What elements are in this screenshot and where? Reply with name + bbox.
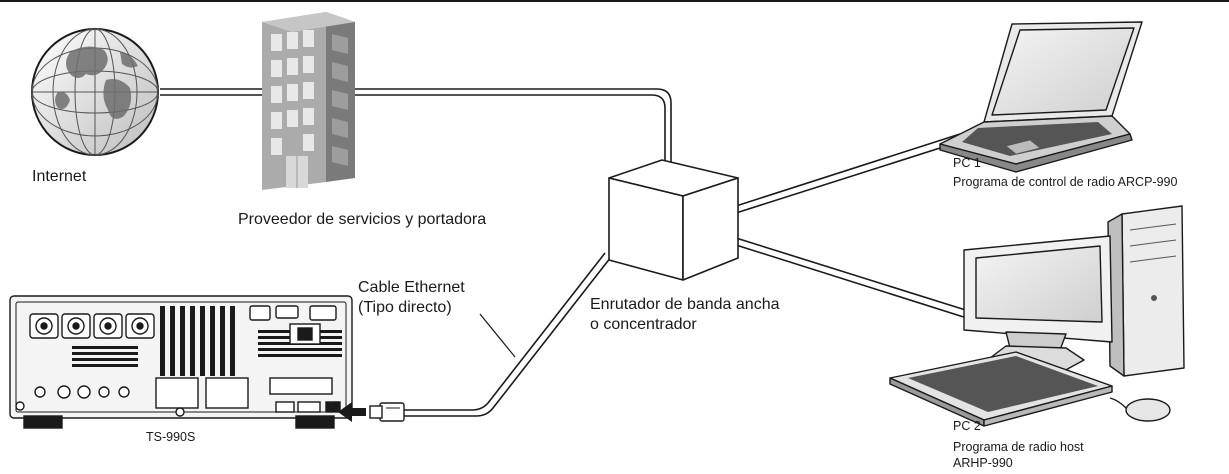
pc1-title: PC 1 bbox=[953, 156, 981, 170]
top-rule bbox=[0, 0, 1229, 2]
radio-model-label: TS-990S bbox=[146, 430, 196, 444]
pc2-description-line1: Programa de radio host bbox=[953, 440, 1084, 454]
desktop-pc-icon bbox=[889, 205, 1185, 427]
laptop-icon bbox=[939, 21, 1143, 173]
cable-router-radio bbox=[404, 252, 612, 417]
transceiver-rear-panel-icon bbox=[9, 295, 353, 429]
cable-label-leader bbox=[479, 313, 516, 358]
cable-router-pc1 bbox=[735, 133, 963, 214]
ethernet-plug-icon bbox=[369, 402, 405, 422]
provider-label: Proveedor de servicios y portadora bbox=[238, 211, 487, 228]
cable-router-pc2 bbox=[735, 237, 973, 320]
pc2-description-line2: ARHP-990 bbox=[953, 456, 1013, 470]
cable-provider-router bbox=[355, 88, 672, 174]
router-box-icon bbox=[608, 159, 739, 281]
insert-arrow-icon bbox=[338, 402, 366, 422]
cable-label-line2: (Tipo directo) bbox=[358, 299, 452, 316]
pc2-title: PC 2 bbox=[953, 419, 981, 433]
cable-label-line1: Cable Ethernet bbox=[358, 279, 465, 296]
router-label-line2: o concentrador bbox=[590, 316, 697, 333]
globe-icon bbox=[31, 28, 159, 156]
router-label-line1: Enrutador de banda ancha bbox=[590, 296, 780, 313]
building-icon bbox=[262, 12, 355, 190]
pc1-description: Programa de control de radio ARCP-990 bbox=[953, 175, 1178, 189]
internet-label: Internet bbox=[32, 168, 87, 185]
cable-internet-provider bbox=[160, 88, 262, 96]
